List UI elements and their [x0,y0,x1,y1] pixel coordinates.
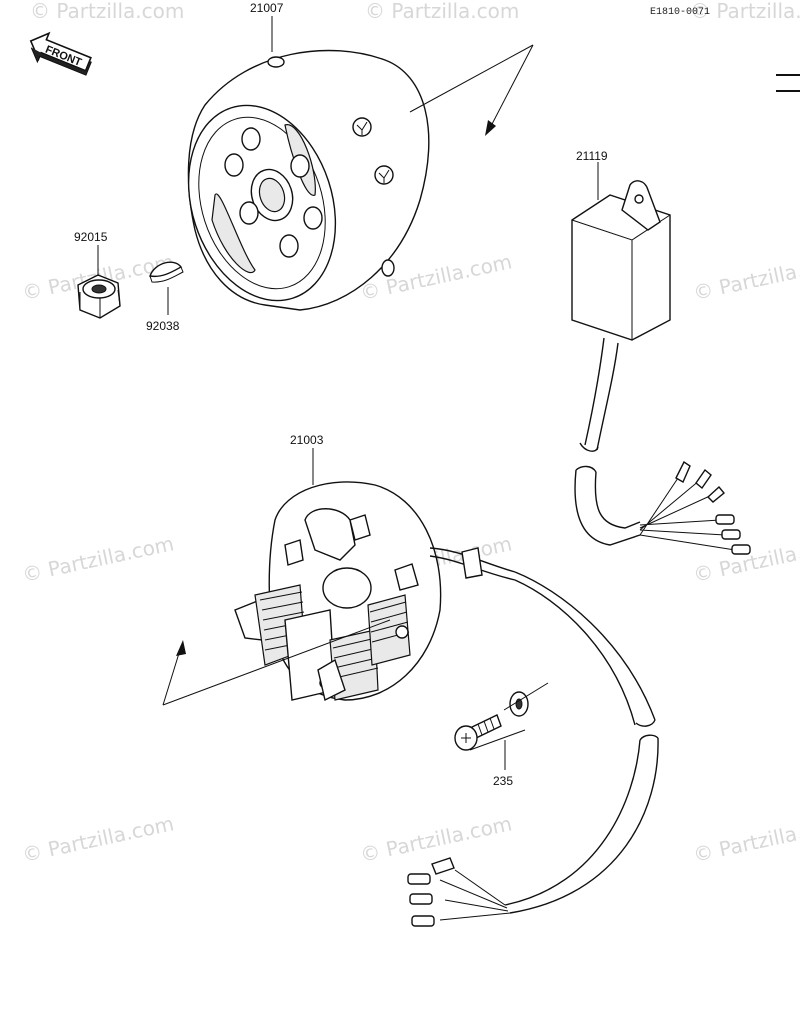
watermark: © Partzilla.com [20,811,176,867]
part-number-cdi-unit: 21119 [576,149,608,163]
cdi-unit [571,180,751,555]
watermark: © Partzilla.com [691,811,800,867]
part-number-nut: 92015 [74,230,108,244]
part-number-stator: 21003 [290,433,324,447]
woodruff-key [149,261,184,283]
nut [77,274,121,319]
front-arrow-icon: FRONT [29,31,92,76]
part-number-rotor: 21007 [250,1,284,15]
part-number-key: 92038 [146,319,180,333]
assembly-line [409,44,534,113]
stator-assembly [234,481,659,927]
screw-and-washer [454,691,529,751]
flywheel-rotor [187,49,430,311]
assembly-line [162,649,181,706]
watermark: © Partzilla.com [358,811,514,867]
watermark: © Partzilla.com [691,249,800,305]
watermark: © Partzilla.com [20,531,176,587]
assembly-line [162,619,391,706]
watermark: © Partzilla.com [365,0,519,23]
watermark: © Partzilla.com [30,0,184,23]
part-number-screw: 235 [493,774,513,788]
arrow-head-icon [176,640,186,656]
leader-line [469,729,526,751]
assembly-line [503,682,549,711]
watermark: © Partzilla.com [690,0,800,23]
assembly-line [489,44,534,129]
drawing-code: E1810-0071 [650,7,710,18]
watermark: © Partzilla.com [691,531,800,587]
arrow-head-icon [485,120,496,136]
